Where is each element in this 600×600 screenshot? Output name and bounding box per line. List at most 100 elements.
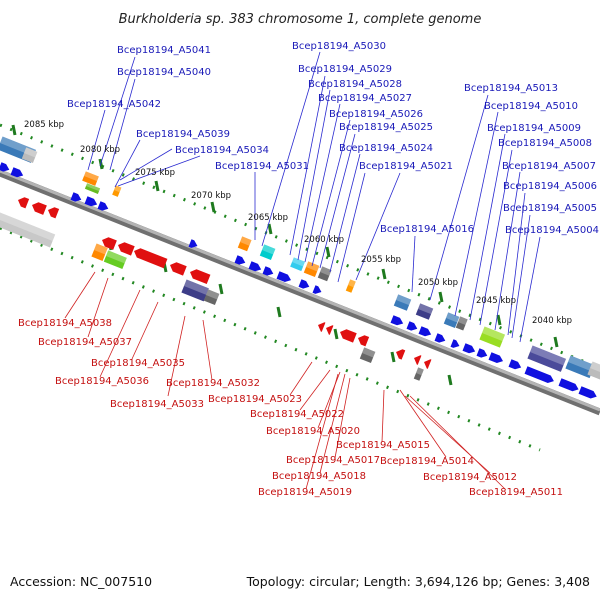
gene-label-top[interactable]: Bcep18194_A5028 [308, 79, 402, 90]
gene-label-top[interactable]: Bcep18194_A5007 [502, 161, 596, 172]
feature-orange-highlight [94, 243, 108, 255]
gene-label-bottom[interactable]: Bcep18194_A5017 [286, 455, 380, 466]
forward-gene-arrow [488, 352, 504, 364]
kbp-label: 2060 kbp [304, 235, 344, 245]
forward-gene-arrow [476, 348, 488, 358]
forward-gene-arrow [312, 285, 322, 294]
feature-gray-box [21, 147, 38, 164]
gene-label-bottom[interactable]: Bcep18194_A5035 [91, 358, 185, 369]
feature-orange-box [112, 185, 122, 197]
reverse-gene-arrow [118, 242, 135, 256]
gene-label-bottom[interactable]: Bcep18194_A5038 [18, 318, 112, 329]
forward-gene [298, 279, 310, 289]
gene-label-top[interactable]: Bcep18194_A5027 [318, 93, 412, 104]
gene-label-top[interactable]: Bcep18194_A5042 [67, 99, 161, 110]
major-tick [210, 201, 216, 213]
feature-steelblue [393, 294, 412, 311]
minor-tick [390, 351, 396, 363]
leader-reverse [334, 377, 351, 459]
leader-reverse [305, 373, 339, 490]
feature-darkgray-highlight [416, 367, 424, 376]
kbp-label: 2045 kbp [476, 296, 516, 306]
forward-gene-arrow [298, 279, 310, 289]
minor-tick [276, 306, 282, 318]
reverse-gene [190, 269, 211, 285]
gene-label-top[interactable]: Bcep18194_A5024 [339, 143, 433, 154]
gene-label-top[interactable]: Bcep18194_A5021 [359, 161, 453, 172]
gene-label-bottom[interactable]: Bcep18194_A5036 [55, 376, 149, 387]
gene-label-bottom[interactable]: Bcep18194_A5022 [250, 409, 344, 420]
reverse-gene [326, 325, 334, 335]
gene-label-top[interactable]: Bcep18194_A5041 [117, 45, 211, 56]
gene-label-bottom[interactable]: Bcep18194_A5023 [208, 394, 302, 405]
gene-label-bottom[interactable]: Bcep18194_A5018 [272, 471, 366, 482]
feature-darkgray-box [455, 316, 468, 331]
leader-forward [355, 172, 401, 281]
feature-cyan-highlight [292, 257, 305, 267]
gene-label-bottom[interactable]: Bcep18194_A5014 [380, 456, 474, 467]
feature-darkgray [455, 316, 468, 331]
feature-orange [112, 185, 122, 197]
feature-cyan-box [290, 257, 305, 272]
feature-steelblue-box [565, 355, 595, 379]
forward-gene [488, 352, 504, 364]
gene-label-bottom[interactable]: Bcep18194_A5032 [166, 378, 260, 389]
feature-green-box [103, 250, 127, 269]
gene-label-top[interactable]: Bcep18194_A5030 [292, 41, 386, 52]
gene-label-bottom[interactable]: Bcep18194_A5012 [423, 472, 517, 483]
gene-label-top[interactable]: Bcep18194_A5026 [329, 109, 423, 120]
gene-label-top[interactable]: Bcep18194_A5029 [298, 64, 392, 75]
gene-label-bottom[interactable]: Bcep18194_A5020 [266, 426, 360, 437]
gene-label-top[interactable]: Bcep18194_A5010 [484, 101, 578, 112]
gene-label-bottom[interactable]: Bcep18194_A5037 [38, 337, 132, 348]
gene-label-top[interactable]: Bcep18194_A5016 [380, 224, 474, 235]
forward-gene [188, 239, 198, 248]
feature-darkgray [203, 289, 220, 306]
feature-steelblue [565, 355, 595, 379]
leader-forward [304, 103, 341, 263]
gene-label-top[interactable]: Bcep18194_A5040 [117, 67, 211, 78]
forward-gene-arrow [406, 321, 418, 331]
feature-steelblue-highlight [396, 294, 412, 306]
feature-cyan [259, 244, 276, 261]
gene-label-top[interactable]: Bcep18194_A5034 [175, 145, 269, 156]
gene-label-top[interactable]: Bcep18194_A5039 [136, 129, 230, 140]
major-tick [325, 246, 331, 258]
feature-orange-highlight [348, 279, 356, 288]
forward-gene [508, 359, 522, 370]
feature-navy-highlight [184, 279, 209, 295]
feature-navy-box [181, 279, 209, 302]
leader-forward [411, 235, 416, 293]
forward-gene [312, 285, 322, 294]
gene-label-top[interactable]: Bcep18194_A5031 [215, 161, 309, 172]
gene-label-top[interactable]: Bcep18194_A5008 [498, 138, 592, 149]
gene-label-bottom[interactable]: Bcep18194_A5019 [258, 487, 352, 498]
feature-navy [527, 345, 567, 372]
feature-cyan-highlight [262, 244, 276, 255]
feature-green-highlight [86, 183, 101, 192]
gene-label-top[interactable]: Bcep18194_A5025 [339, 122, 433, 133]
backbone [0, 169, 600, 412]
leader-reverse [399, 389, 447, 458]
leader-forward [319, 133, 356, 269]
reverse-gene-arrow [102, 237, 117, 250]
gene-label-top[interactable]: Bcep18194_A5005 [503, 203, 597, 214]
tick-track-upper [0, 123, 600, 370]
forward-gene-arrow [390, 315, 404, 326]
gene-label-bottom[interactable]: Bcep18194_A5015 [336, 440, 430, 451]
feature-orange-box [82, 171, 99, 186]
feature-navy-highlight [418, 303, 434, 315]
reverse-gene [340, 329, 357, 343]
major-tick [438, 291, 444, 303]
gene-label-top[interactable]: Bcep18194_A5009 [487, 123, 581, 134]
gene-label-top[interactable]: Bcep18194_A5004 [505, 225, 599, 236]
gene-label-bottom[interactable]: Bcep18194_A5033 [110, 399, 204, 410]
gene-label-top[interactable]: Bcep18194_A5013 [464, 83, 558, 94]
gene-label-top[interactable]: Bcep18194_A5006 [503, 181, 597, 192]
reverse-gene-arrow [358, 335, 370, 347]
major-tick [381, 268, 387, 280]
feature-orange-box [345, 279, 356, 293]
forward-gene-arrow [558, 378, 579, 392]
gene-label-bottom[interactable]: Bcep18194_A5011 [469, 487, 563, 498]
